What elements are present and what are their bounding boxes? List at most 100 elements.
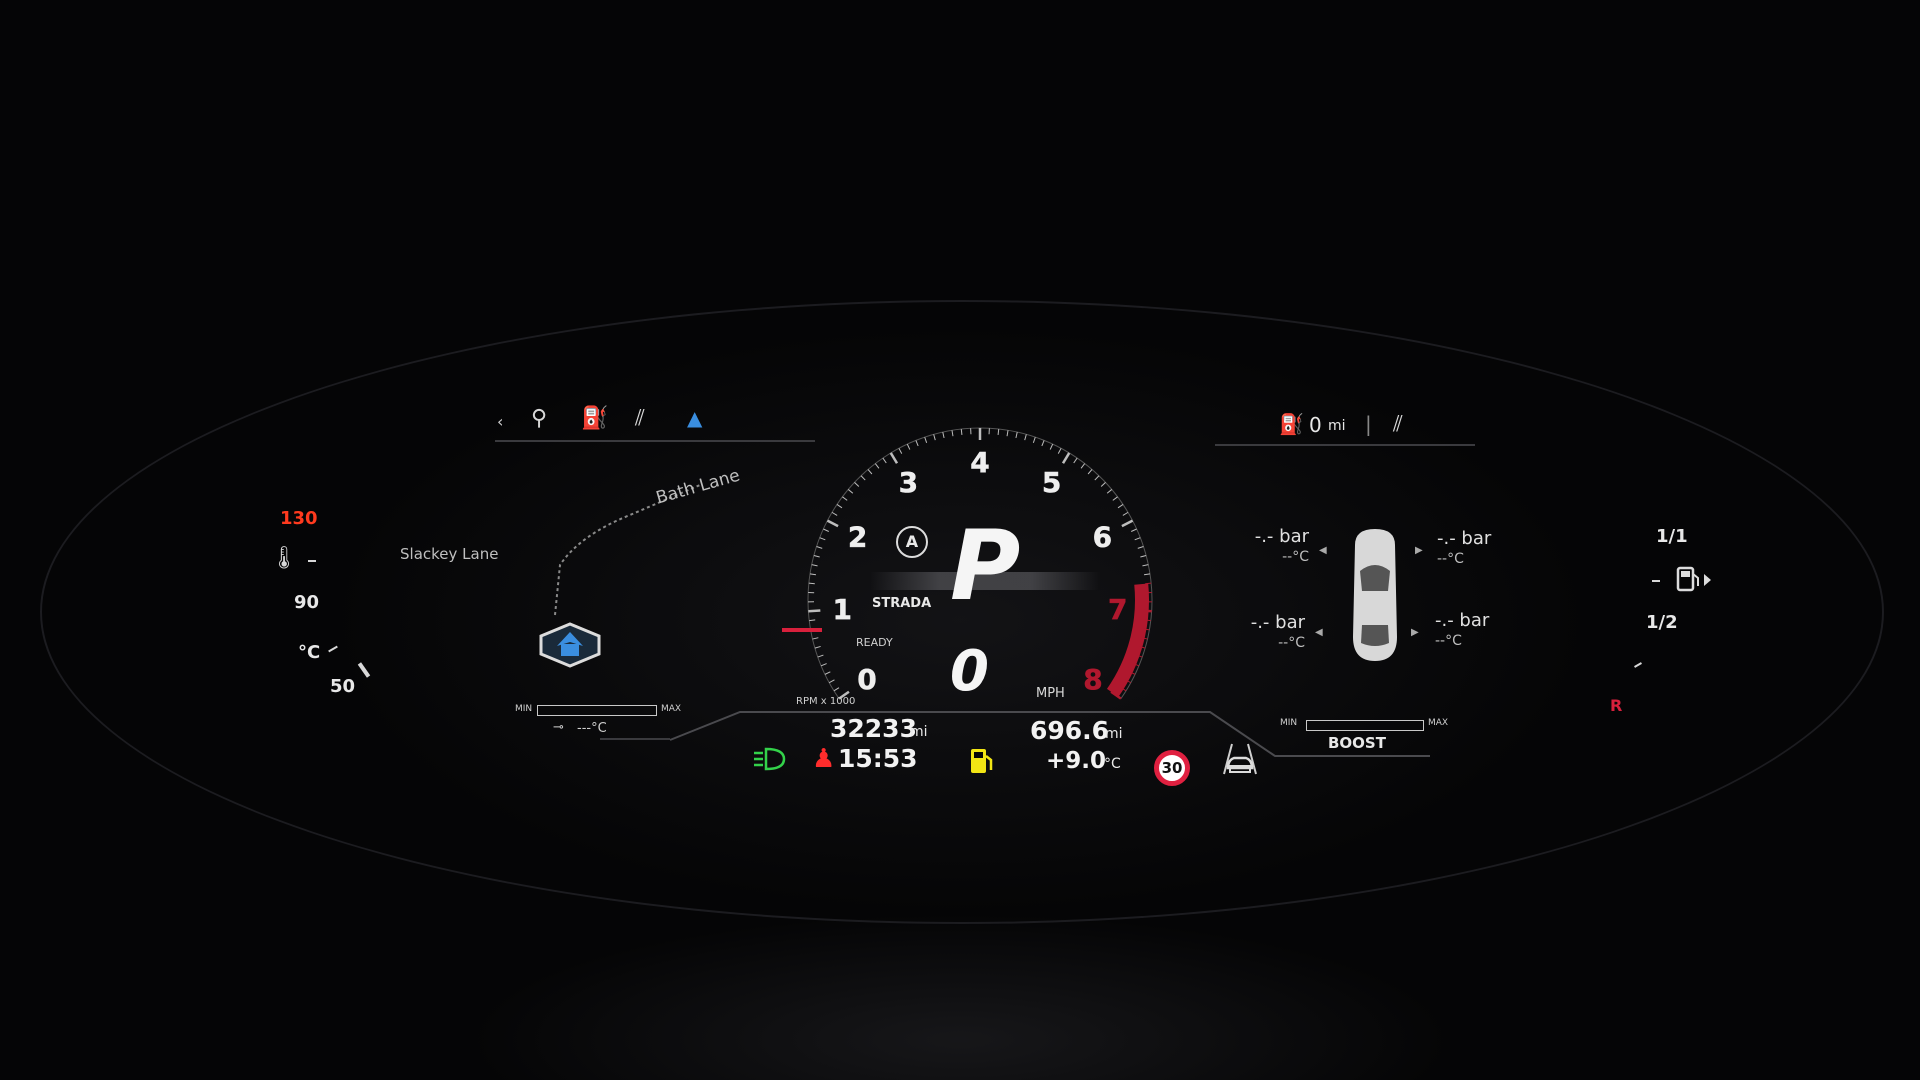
tach-minor-tick <box>816 546 823 549</box>
tach-minor-tick <box>820 663 827 667</box>
coolant-low-label: 50 <box>330 676 356 697</box>
nav-map: Bath Lane Slackey Lane <box>400 465 780 675</box>
coolant-high-label: 130 <box>280 508 318 529</box>
tire-front-right: -.- bar --°C <box>1437 529 1527 569</box>
gear-indicator: P <box>950 510 1021 622</box>
tach-minor-tick <box>1143 628 1150 631</box>
tach-minor-tick <box>1094 475 1100 481</box>
arrow-front-right: ▶ <box>1415 545 1423 556</box>
odometer-unit: mi <box>910 724 928 740</box>
tach-minor-tick <box>828 679 835 684</box>
tire-rear-right-temp: --°C <box>1435 633 1462 649</box>
tach-major-tick <box>838 690 850 700</box>
tach-major-tick <box>1061 452 1071 464</box>
separator: | <box>1365 412 1372 436</box>
tire-front-right-temp: --°C <box>1437 551 1464 567</box>
tach-minor-tick <box>833 687 840 692</box>
tach-minor-tick <box>836 504 843 509</box>
tire-rear-right-pressure: -.- bar <box>1435 610 1490 631</box>
tach-minor-tick <box>811 564 818 567</box>
tach-label-4: 4 <box>970 446 989 479</box>
tach-minor-tick <box>1139 645 1146 649</box>
boost-label: BOOST <box>1328 734 1386 752</box>
tach-minor-tick <box>814 645 821 649</box>
coolant-pointer <box>357 662 371 678</box>
outside-temp: +9.0 <box>1046 748 1107 774</box>
tach-minor-tick <box>1015 431 1018 439</box>
tire-rear-left-temp: --°C <box>1278 635 1305 651</box>
tach-minor-tick <box>1049 443 1054 450</box>
range-value: 0 <box>1309 413 1322 437</box>
tach-major-tick <box>808 609 821 613</box>
tach-minor-tick <box>924 436 928 443</box>
navigation-arrow-icon: ▲ <box>687 406 703 430</box>
arrow-rear-right: ▶ <box>1411 627 1419 638</box>
coolant-gauge: 130 🌡 90 °C 50 <box>250 500 400 700</box>
oil-gauge: MIN MAX ⊸ ---°C <box>515 700 705 740</box>
fuel-full-label: 1/1 <box>1656 526 1688 547</box>
tach-minor-tick <box>1129 671 1136 675</box>
tach-redline-zone <box>1106 583 1149 697</box>
fuel-tick <box>1652 580 1660 582</box>
tach-minor-tick <box>933 434 936 441</box>
tach-minor-tick <box>1006 430 1009 437</box>
top-left-strip: ‹ ⚲ ⛽ ⫽ ▲ <box>495 404 815 442</box>
tach-major-tick <box>1110 690 1122 700</box>
chevron-left-icon[interactable]: ‹ <box>497 412 504 431</box>
fuel-gauge: 1/1 1/2 R <box>1590 520 1730 720</box>
fuel-reserve-label: R <box>1610 696 1623 715</box>
tach-minor-tick <box>1032 436 1036 443</box>
tach-minor-tick <box>1087 469 1093 475</box>
tach-label-6: 6 <box>1093 520 1112 553</box>
tach-minor-tick <box>813 555 820 558</box>
tach-minor-tick <box>809 619 816 622</box>
tach-minor-tick <box>1106 489 1113 494</box>
tire-panel: -.- bar --°C -.- bar --°C -.- bar --°C -… <box>1225 525 1545 665</box>
boost-max-label: MAX <box>1428 718 1449 728</box>
tach-major-tick <box>1139 609 1152 613</box>
tach-minor-tick <box>819 537 826 541</box>
arrow-front-left: ◀ <box>1319 545 1327 556</box>
tach-minor-tick <box>831 511 838 516</box>
tach-label-1: 1 <box>833 593 852 626</box>
tach-minor-tick <box>860 475 866 481</box>
tire-front-left-pressure: -.- bar <box>1254 526 1309 547</box>
tach-label-3: 3 <box>899 466 918 499</box>
tach-label-8: 8 <box>1083 663 1102 696</box>
oil-temp-icon: ⊸ <box>553 720 564 735</box>
tach-minor-tick <box>942 431 945 439</box>
road-label-slackey-lane: Slackey Lane <box>400 545 499 563</box>
coolant-tick <box>308 560 316 562</box>
fuel-icon <box>971 749 993 773</box>
tach-minor-tick <box>1080 463 1086 469</box>
tach-minor-tick <box>951 430 954 437</box>
tach-minor-tick <box>997 428 1000 436</box>
tach-minor-tick <box>1136 654 1143 658</box>
range-remaining-unit: mi <box>1105 726 1123 742</box>
bezel-outline <box>40 300 1884 924</box>
tire-rear-left-pressure: -.- bar <box>1250 612 1305 633</box>
tach-minor-tick <box>1112 496 1118 501</box>
range-unit: mi <box>1328 418 1346 434</box>
tach-minor-tick <box>874 463 880 469</box>
seatbelt-warning-icon: ♟ <box>812 744 836 774</box>
route-line <box>554 484 701 616</box>
oil-max-label: MAX <box>661 704 682 714</box>
bottom-info: 32233 mi ♟ 15:53 696.6 mi +9.0 °C 30 <box>740 714 1280 794</box>
lane-icon: ⫽ <box>635 406 645 431</box>
tire-front-right-pressure: -.- bar <box>1437 528 1492 549</box>
nav-car-icon <box>539 622 601 668</box>
tach-minor-tick <box>1117 504 1124 509</box>
coolant-needle-mark <box>328 645 338 653</box>
coolant-mid-label: 90 <box>294 592 320 613</box>
tach-minor-tick <box>1024 434 1027 441</box>
clock: 15:53 <box>838 744 918 773</box>
tach-minor-tick <box>898 448 903 454</box>
headlight-icon <box>754 747 786 771</box>
left-frame-line <box>600 738 670 740</box>
boost-min-label: MIN <box>1280 718 1298 728</box>
tire-front-left-temp: --°C <box>1282 549 1309 565</box>
tach-minor-tick <box>1144 619 1151 622</box>
tach-minor-tick <box>1141 637 1148 640</box>
